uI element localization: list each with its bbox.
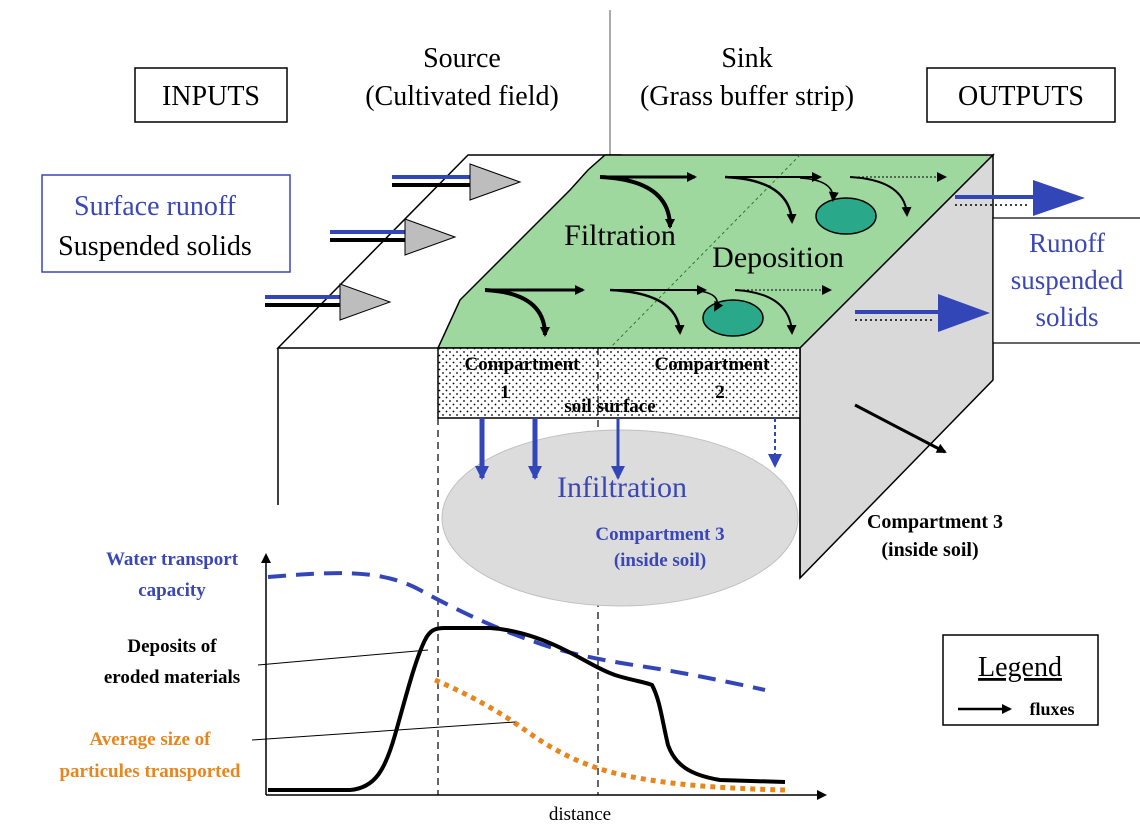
compartment2-label: Compartment <box>654 354 770 375</box>
legend-box <box>942 634 1099 726</box>
compartment3-inner-label: Compartment 3 <box>595 524 724 545</box>
output-arrow-2-head <box>938 294 990 332</box>
legend-title: Legend <box>978 652 1062 683</box>
distance-label: distance <box>549 804 611 825</box>
compartment1-label: Compartment <box>464 354 580 375</box>
inputs-box <box>134 67 288 123</box>
deposits-pointer <box>257 649 429 666</box>
input-box <box>41 174 291 273</box>
input-arrow-2 <box>330 218 457 256</box>
flux-curve-r2-a <box>484 288 550 337</box>
infiltration-ellipse <box>441 429 799 607</box>
sink-subtitle: (Grass buffer strip) <box>640 81 854 112</box>
soil-surface-label: soil surface <box>564 396 655 417</box>
average-size-curve <box>434 677 786 793</box>
water-capacity-label-1: Water transport <box>106 549 239 570</box>
surface-runoff-label: Surface runoff <box>74 191 237 222</box>
flux-curve-r2-b <box>609 288 685 335</box>
runoff-out-line1: Runoff <box>1029 228 1105 258</box>
flux-curve-r1-b <box>724 175 797 224</box>
compartment3-side-arrow <box>854 403 947 454</box>
flux-curve-r2-c <box>734 289 797 335</box>
deposition-label: Deposition <box>712 241 844 274</box>
compartment1-number: 1 <box>500 382 510 403</box>
runoff-out-line2: suspended <box>1011 265 1124 295</box>
outputs-label: OUTPUTS <box>958 81 1084 112</box>
input-arrow-3 <box>265 283 392 321</box>
avg-size-pointer <box>251 721 516 741</box>
compartment3-side-sub: (inside soil) <box>881 539 978 561</box>
flux-curve-r1-d <box>799 177 839 202</box>
soil-surface-strip <box>437 347 801 419</box>
source-title: Source <box>423 43 501 74</box>
filtration-label: Filtration <box>564 219 676 252</box>
source-subtitle: (Cultivated field) <box>365 81 559 112</box>
flux-curve-r2-d <box>689 289 724 312</box>
output-arrow-1-head <box>1033 180 1085 216</box>
legend-fluxes-label: fluxes <box>1030 699 1075 719</box>
input-arrow-1 <box>392 163 522 201</box>
deposition-blob-1 <box>815 197 877 235</box>
suspended-solids-label: Suspended solids <box>58 231 252 262</box>
deposits-label-1: Deposits of <box>127 636 217 657</box>
avg-size-label-1: Average size of <box>90 729 212 750</box>
infiltration-label: Infiltration <box>557 471 687 504</box>
compartment3-side-label: Compartment 3 <box>867 511 1003 533</box>
water-capacity-label-2: capacity <box>138 580 206 601</box>
deposits-label-2: eroded materials <box>104 667 240 688</box>
deposits-curve <box>268 626 786 792</box>
compartment3-inner-sub: (inside soil) <box>614 550 706 571</box>
flux-curve-r1-a <box>599 175 675 229</box>
sink-title: Sink <box>721 43 772 74</box>
inputs-label: INPUTS <box>162 81 260 112</box>
output-box <box>992 217 1140 344</box>
avg-size-label-2: particules transported <box>59 761 240 782</box>
runoff-out-line3: solids <box>1035 302 1098 332</box>
compartment2-number: 2 <box>715 382 725 403</box>
outputs-box <box>926 67 1116 123</box>
water-capacity-curve <box>267 571 766 692</box>
deposition-blob-2 <box>702 299 764 337</box>
flux-curve-r1-c <box>849 176 912 217</box>
